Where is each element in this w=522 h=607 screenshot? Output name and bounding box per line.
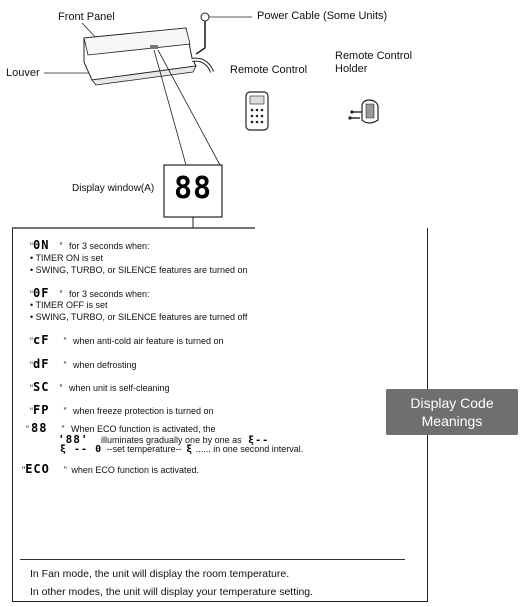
display-leader-2 bbox=[157, 49, 221, 166]
power-cable bbox=[195, 18, 206, 55]
code-text: when defrosting bbox=[72, 360, 137, 370]
display-digits: 88 bbox=[174, 171, 213, 206]
code-row-88: “88” When ECO function is activated, the bbox=[26, 421, 216, 435]
remote-holder-label-2: Holder bbox=[335, 63, 368, 75]
unit-diagram bbox=[12, 12, 379, 229]
code-text: When ECO function is activated, the bbox=[70, 424, 216, 434]
code-text: when anti-cold air feature is turned on bbox=[72, 336, 224, 346]
code-text: --set temperature-- bbox=[106, 444, 182, 454]
remote-holder-icon bbox=[348, 99, 379, 124]
code-bullet: • TIMER ON is set bbox=[30, 253, 103, 263]
code-row-eco: "ECO” when ECO function is activated. bbox=[22, 462, 199, 476]
footer-line-1: In Fan mode, the unit will display the r… bbox=[30, 568, 290, 580]
code-symbol: ξ-- bbox=[248, 435, 270, 446]
remote-control-icon bbox=[245, 91, 269, 131]
code-symbol: cF bbox=[33, 333, 50, 347]
code-symbol: 0N bbox=[33, 238, 50, 252]
code-text: when freeze protection is turned on bbox=[72, 406, 214, 416]
tab-line-2: Meanings bbox=[421, 413, 483, 429]
front-panel-label: Front Panel bbox=[58, 11, 115, 23]
code-row-88-line3: ξ -- 0 --set temperature-- ξ ...... in o… bbox=[60, 444, 303, 455]
remote-holder-label-1: Remote Control bbox=[335, 50, 413, 62]
tab-line-1: Display Code bbox=[410, 395, 494, 411]
display-leader-1 bbox=[153, 49, 187, 166]
indoor-unit bbox=[83, 27, 214, 86]
code-row-sc: “SC” when unit is self-cleaning bbox=[30, 380, 170, 394]
code-symbol: '88' bbox=[58, 433, 89, 446]
code-row-on: “0N” for 3 seconds when: bbox=[30, 238, 150, 252]
code-bullet: • SWING, TURBO, or SILENCE features are … bbox=[30, 265, 248, 275]
code-text: illuminates gradually one by one as bbox=[101, 435, 242, 445]
display-window-box bbox=[163, 164, 223, 218]
power-cable-label: Power Cable (Some Units) bbox=[257, 10, 388, 22]
code-row-cf: “cF” when anti-cold air feature is turne… bbox=[30, 333, 224, 347]
remote-control-label: Remote Control bbox=[230, 64, 308, 76]
code-symbol: ECO bbox=[25, 462, 50, 476]
code-text: when ECO function is activated. bbox=[71, 465, 199, 475]
footer-divider bbox=[20, 559, 405, 560]
code-text: ...... in one second interval. bbox=[195, 444, 304, 454]
code-text: for 3 seconds when: bbox=[68, 241, 150, 251]
code-text: for 3 seconds when: bbox=[68, 289, 150, 299]
code-symbol: dF bbox=[33, 357, 50, 371]
code-row-df: “dF” when defrosting bbox=[30, 357, 137, 371]
code-text: when unit is self-cleaning bbox=[68, 383, 170, 393]
footer-line-2: In other modes, the unit will display yo… bbox=[30, 586, 314, 598]
code-symbol: SC bbox=[33, 380, 50, 394]
code-row-fp: “FP” when freeze protection is turned on bbox=[30, 403, 214, 417]
code-row-88-line2: '88' illuminates gradually one by one as… bbox=[58, 433, 269, 446]
code-symbol: ξ bbox=[186, 444, 194, 455]
display-code-meanings-tab: Display Code Meanings bbox=[386, 389, 518, 435]
louver-label: Louver bbox=[6, 67, 40, 79]
code-symbol: FP bbox=[33, 403, 50, 417]
code-symbol: ξ -- 0 bbox=[60, 444, 103, 455]
code-bullet: • TIMER OFF is set bbox=[30, 300, 108, 310]
code-row-off: “0F” for 3 seconds when: bbox=[30, 286, 150, 300]
code-symbol: 0F bbox=[33, 286, 50, 300]
display-window-label: Display window(A) bbox=[72, 183, 155, 194]
code-bullet: • SWING, TURBO, or SILENCE features are … bbox=[30, 312, 248, 322]
power-plug-icon bbox=[200, 12, 210, 22]
code-symbol: 88 bbox=[31, 421, 48, 435]
